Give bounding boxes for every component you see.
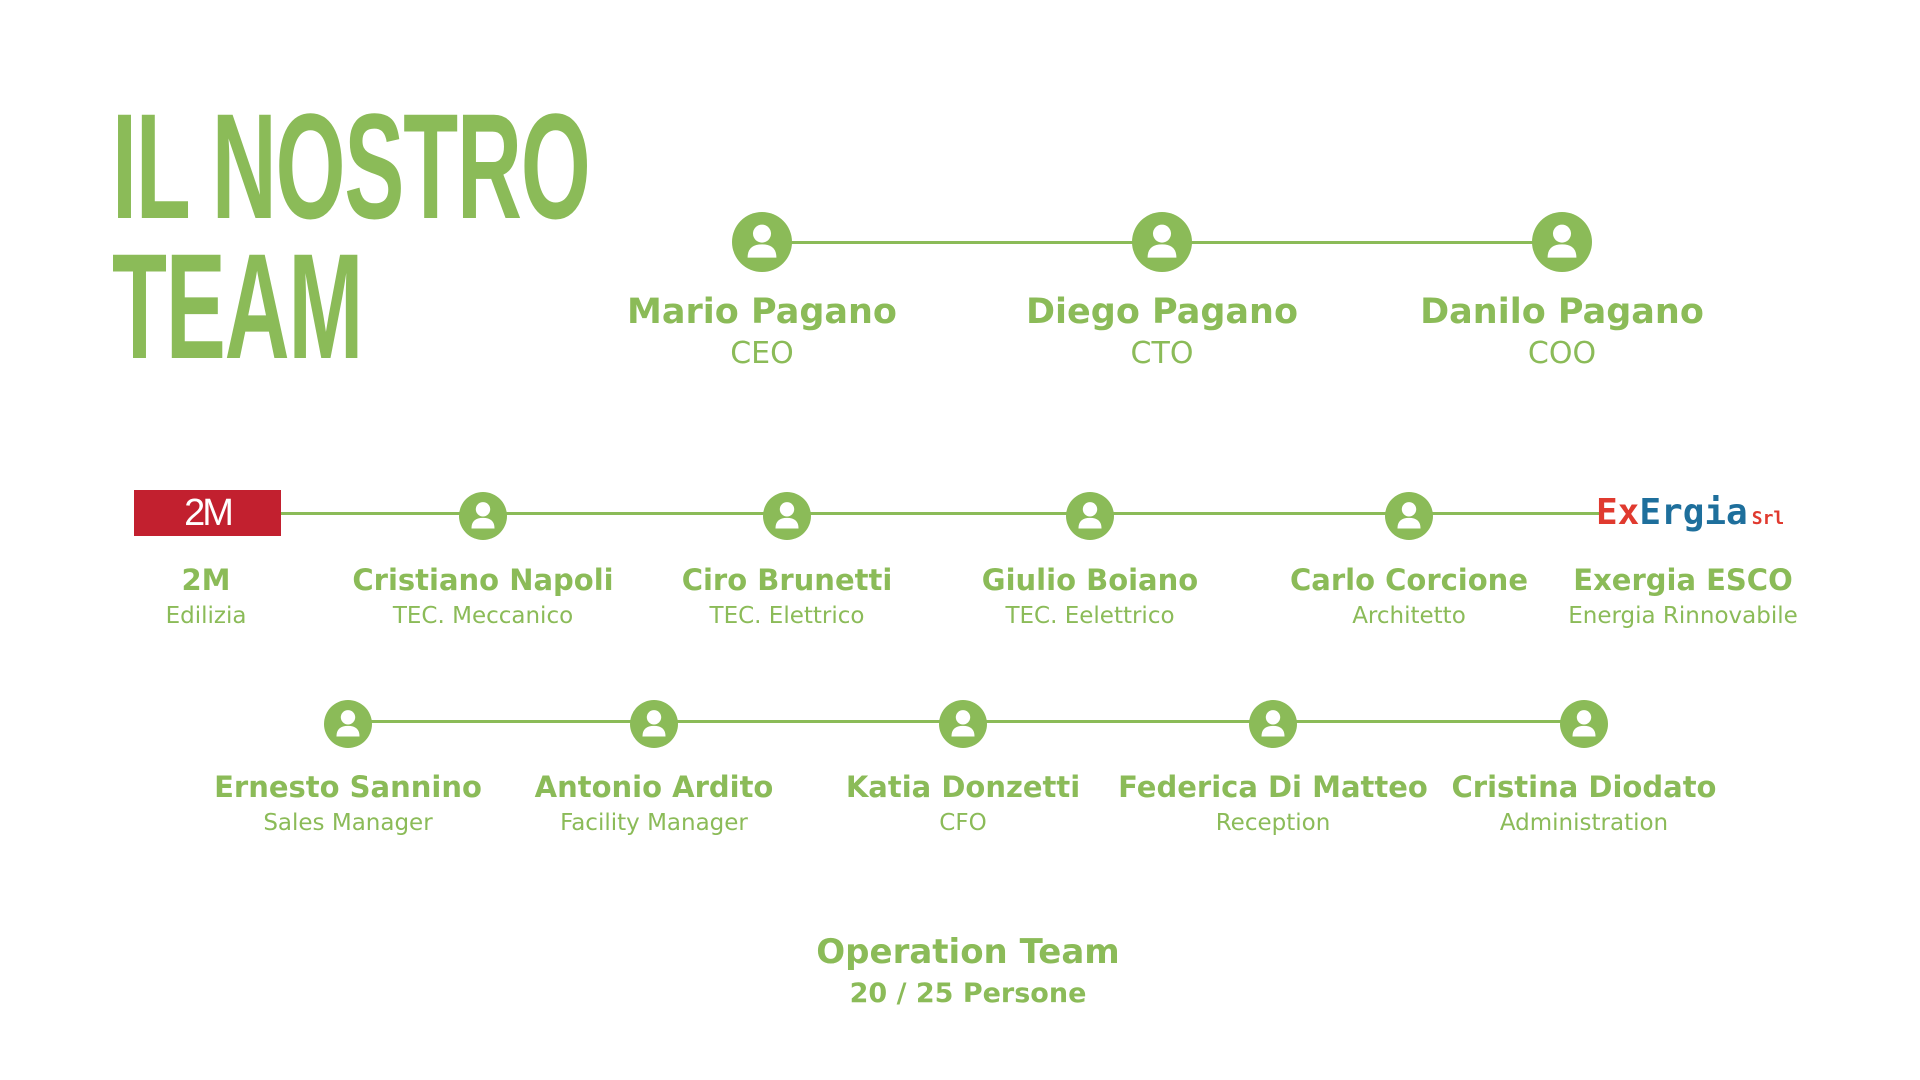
staff-card-antonio-ardito: Antonio Ardito Facility Manager xyxy=(535,770,774,836)
partner-card-giulio-boiano: Giulio Boiano TEC. Eelettrico xyxy=(982,563,1198,629)
staff-card-federica-di-matteo: Federica Di Matteo Reception xyxy=(1118,770,1428,836)
page-title: IL NOSTRO TEAM xyxy=(112,82,591,390)
person-name: Mario Pagano xyxy=(627,292,897,332)
user-icon xyxy=(939,700,987,748)
user-icon xyxy=(1132,212,1192,272)
exergia-logo-ergia: Ergia xyxy=(1639,492,1748,533)
partner-card-cristiano-napoli: Cristiano Napoli TEC. Meccanico xyxy=(352,563,613,629)
exergia-logo-srl: Srl xyxy=(1751,508,1785,529)
user-icon xyxy=(1385,492,1433,540)
partner-card-2m: 2M Edilizia xyxy=(166,563,247,629)
staff-card-cristina-diodato: Cristina Diodato Administration xyxy=(1452,770,1717,836)
person-role: TEC. Meccanico xyxy=(392,603,574,629)
person-role: Reception xyxy=(1215,810,1331,836)
user-icon xyxy=(1249,700,1297,748)
operation-team-summary: Operation Team 20 / 25 Persone xyxy=(816,932,1119,1009)
executive-card-mario-pagano: Mario Pagano CEO xyxy=(627,292,897,371)
user-icon xyxy=(763,492,811,540)
partners-connector xyxy=(281,512,1599,515)
person-name: Ciro Brunetti xyxy=(681,563,893,597)
executive-card-danilo-pagano: Danilo Pagano COO xyxy=(1420,292,1704,371)
person-role: Architetto xyxy=(1352,603,1466,629)
user-icon xyxy=(630,700,678,748)
title-line-1: IL NOSTRO xyxy=(112,82,591,250)
staff-card-ernesto-sannino: Ernesto Sannino Sales Manager xyxy=(214,770,482,836)
title-line-2: TEAM xyxy=(112,222,363,390)
user-icon xyxy=(1532,212,1592,272)
operation-team-title: Operation Team xyxy=(816,932,1120,972)
person-role: Facility Manager xyxy=(560,810,748,836)
person-name: Antonio Ardito xyxy=(534,770,774,804)
person-role: CFO xyxy=(939,810,987,836)
person-role: TEC. Elettrico xyxy=(709,603,865,629)
person-name: 2M xyxy=(181,563,231,597)
2m-logo: 2M xyxy=(134,490,281,536)
person-role: TEC. Eelettrico xyxy=(1005,603,1175,629)
user-icon xyxy=(324,700,372,748)
partner-card-carlo-corcione: Carlo Corcione Architetto xyxy=(1290,563,1528,629)
person-role: CTO xyxy=(1130,336,1194,371)
user-icon xyxy=(459,492,507,540)
person-name: Ernesto Sannino xyxy=(214,770,482,804)
person-role: Edilizia xyxy=(165,603,247,629)
person-role: CEO xyxy=(730,336,794,371)
staff-card-katia-donzetti: Katia Donzetti CFO xyxy=(846,770,1080,836)
person-role: Sales Manager xyxy=(263,810,433,836)
person-name: Carlo Corcione xyxy=(1290,563,1528,597)
person-name: Giulio Boiano xyxy=(981,563,1199,597)
executive-card-diego-pagano: Diego Pagano CTO xyxy=(1026,292,1298,371)
person-name: Exergia ESCO xyxy=(1573,563,1793,597)
user-icon xyxy=(1560,700,1608,748)
person-role: Energia Rinnovabile xyxy=(1568,603,1798,629)
person-name: Katia Donzetti xyxy=(845,770,1081,804)
person-name: Danilo Pagano xyxy=(1420,292,1704,332)
partner-card-ciro-brunetti: Ciro Brunetti TEC. Elettrico xyxy=(682,563,893,629)
operation-team-count: 20 / 25 Persone xyxy=(849,978,1087,1009)
person-name: Diego Pagano xyxy=(1025,292,1299,332)
person-name: Federica Di Matteo xyxy=(1118,770,1428,804)
person-name: Cristina Diodato xyxy=(1451,770,1717,804)
exergia-logo-ex: Ex xyxy=(1596,492,1640,533)
partner-card-exergia-esco: Exergia ESCO Energia Rinnovabile xyxy=(1568,563,1798,629)
person-role: Administration xyxy=(1499,810,1669,836)
user-icon xyxy=(1066,492,1114,540)
user-icon xyxy=(732,212,792,272)
person-name: Cristiano Napoli xyxy=(352,563,614,597)
person-role: COO xyxy=(1527,336,1597,371)
